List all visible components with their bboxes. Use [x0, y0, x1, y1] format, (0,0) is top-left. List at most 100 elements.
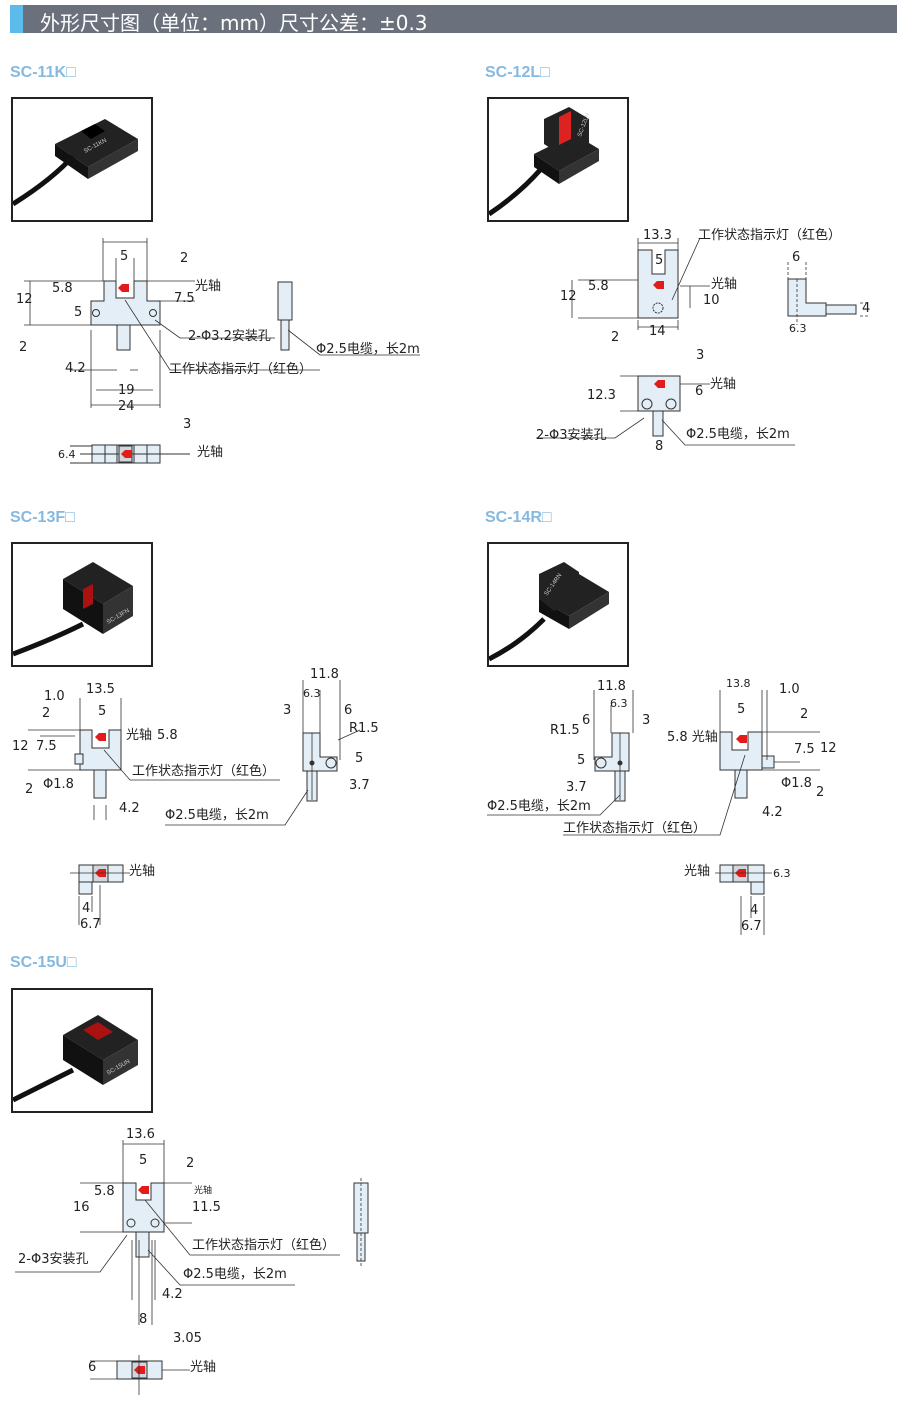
dim-label: 4	[82, 901, 91, 916]
dim-label: 12	[12, 739, 29, 754]
dim-label: 6.7	[741, 919, 762, 934]
cable-label: Φ2.5电缆，长2m	[165, 808, 269, 823]
dim-label: 13.6	[126, 1127, 155, 1142]
dim-label: 4.2	[162, 1287, 183, 1302]
sc-13f-side-view	[165, 680, 361, 826]
optical-axis-label: 光轴	[126, 728, 153, 743]
dim-label: 5.8	[157, 728, 178, 743]
optical-axis-label: 光轴	[195, 279, 222, 294]
dim-label: 5	[74, 305, 83, 320]
dim-label: 6.3	[789, 322, 807, 335]
product-photo-sc-13f: SC-13FN	[11, 542, 153, 667]
indicator-label: 工作状态指示灯（红色）	[192, 1238, 336, 1253]
dim-label: 7.5	[174, 291, 195, 306]
sc-11k-front-view	[24, 238, 420, 408]
header-accent	[10, 5, 23, 33]
model-title-sc-15u: SC-15U□	[10, 954, 77, 971]
dim-label: 14	[649, 324, 666, 339]
cable-label: Φ2.5电缆，长2m	[686, 427, 790, 442]
dim-label: 2	[800, 707, 809, 722]
product-photo-sc-12l: SC-12LN	[487, 97, 629, 222]
optical-axis-label: 光轴	[197, 445, 224, 460]
product-photo-sc-11k: SC-11KN	[11, 97, 153, 222]
dim-label: 5	[737, 702, 746, 717]
dim-label: 6	[88, 1360, 97, 1375]
dim-label: 2	[611, 330, 620, 345]
dim-label: 5.8	[52, 281, 73, 296]
dim-label: 3	[183, 417, 192, 432]
model-title-sc-13f: SC-13F□	[10, 509, 75, 526]
dim-label: 5	[139, 1153, 148, 1168]
dim-label: 24	[118, 399, 135, 414]
dim-label: 12	[820, 741, 837, 756]
dim-label: 1.0	[779, 682, 800, 697]
indicator-label: 工作状态指示灯（红色）	[698, 228, 842, 243]
dim-label: 13.5	[86, 682, 115, 697]
sensor-photo: SC-14RN	[487, 562, 609, 662]
cable-label: Φ2.5电缆，长2m	[487, 799, 591, 814]
optical-axis-label: 光轴	[129, 864, 156, 879]
dim-label: 6.3	[610, 697, 628, 710]
model-title-sc-11k: SC-11K□	[10, 64, 76, 81]
dim-label: 12	[560, 289, 577, 304]
dim-label: 3.7	[566, 780, 587, 795]
dim-label: 6	[344, 703, 353, 718]
sensor-photo: SC-12LN	[487, 107, 599, 217]
dim-label: 6	[792, 250, 801, 265]
dim-label: 12.3	[587, 388, 616, 403]
dim-label: 4	[750, 903, 759, 918]
dim-label: 2	[42, 706, 51, 721]
dim-label: 11.8	[310, 667, 339, 682]
dim-label: 4.2	[65, 361, 86, 376]
dim-label: 11.5	[192, 1200, 221, 1215]
dim-label: Φ1.8	[43, 777, 74, 792]
dim-label: 8	[139, 1312, 148, 1327]
dim-label: 5	[120, 249, 129, 264]
dim-label: 6	[582, 713, 591, 728]
dim-label: 1.0	[44, 689, 65, 704]
dim-label: 2	[186, 1156, 195, 1171]
model-title-sc-12l: SC-12L□	[485, 64, 550, 81]
sc-13f-front-view	[28, 698, 280, 820]
sc-14r-front-view	[563, 690, 820, 836]
dim-label: 2	[25, 782, 34, 797]
dim-label: 3	[642, 713, 651, 728]
sc-15u-top-view	[90, 1355, 190, 1395]
indicator-label: 工作状态指示灯（红色）	[563, 821, 707, 836]
dim-label: 6.7	[80, 917, 101, 932]
mounting-hole-label: 2-Φ3安装孔	[536, 428, 607, 443]
dim-label: 11.8	[597, 679, 626, 694]
sc-12l-back-view	[536, 375, 795, 446]
dim-label: 6.3	[303, 687, 321, 700]
dim-label: 19	[118, 383, 135, 398]
sensor-photo: SC-15UN	[11, 1015, 138, 1103]
dim-label: 6.4	[58, 448, 76, 461]
dim-label: 5	[355, 751, 364, 766]
sc-12l-front-view	[571, 237, 710, 330]
dim-label: 16	[73, 1200, 90, 1215]
dim-label: 13.3	[643, 228, 672, 243]
dim-label: 5.8	[94, 1184, 115, 1199]
dim-label: 7.5	[794, 742, 815, 757]
sc-12l-side-view	[787, 262, 870, 325]
cable-label: Φ2.5电缆，长2m	[183, 1267, 287, 1282]
optical-axis-label: 5.8 光轴	[667, 730, 718, 745]
optical-axis-label: 光轴	[710, 377, 737, 392]
dim-label: 6.3	[773, 867, 791, 880]
dim-label: 3	[696, 348, 705, 363]
dim-label: 2	[19, 340, 28, 355]
dim-label: 2	[180, 251, 189, 266]
optical-axis-label: 光轴	[194, 1186, 213, 1196]
dim-label: 8	[655, 439, 664, 454]
dim-label: 3.7	[349, 778, 370, 793]
product-photo-sc-14r: SC-14RN	[487, 542, 629, 667]
dim-label: 4.2	[119, 801, 140, 816]
model-title-sc-14r: SC-14R□	[485, 509, 552, 526]
dim-label: 12	[16, 292, 33, 307]
sc-15u-front-view	[15, 1140, 340, 1325]
sensor-photo: SC-11KN	[11, 119, 138, 207]
product-photo-sc-15u: SC-15UN	[11, 988, 153, 1113]
dim-label: 4	[862, 301, 871, 316]
dim-label: Φ1.8	[781, 776, 812, 791]
